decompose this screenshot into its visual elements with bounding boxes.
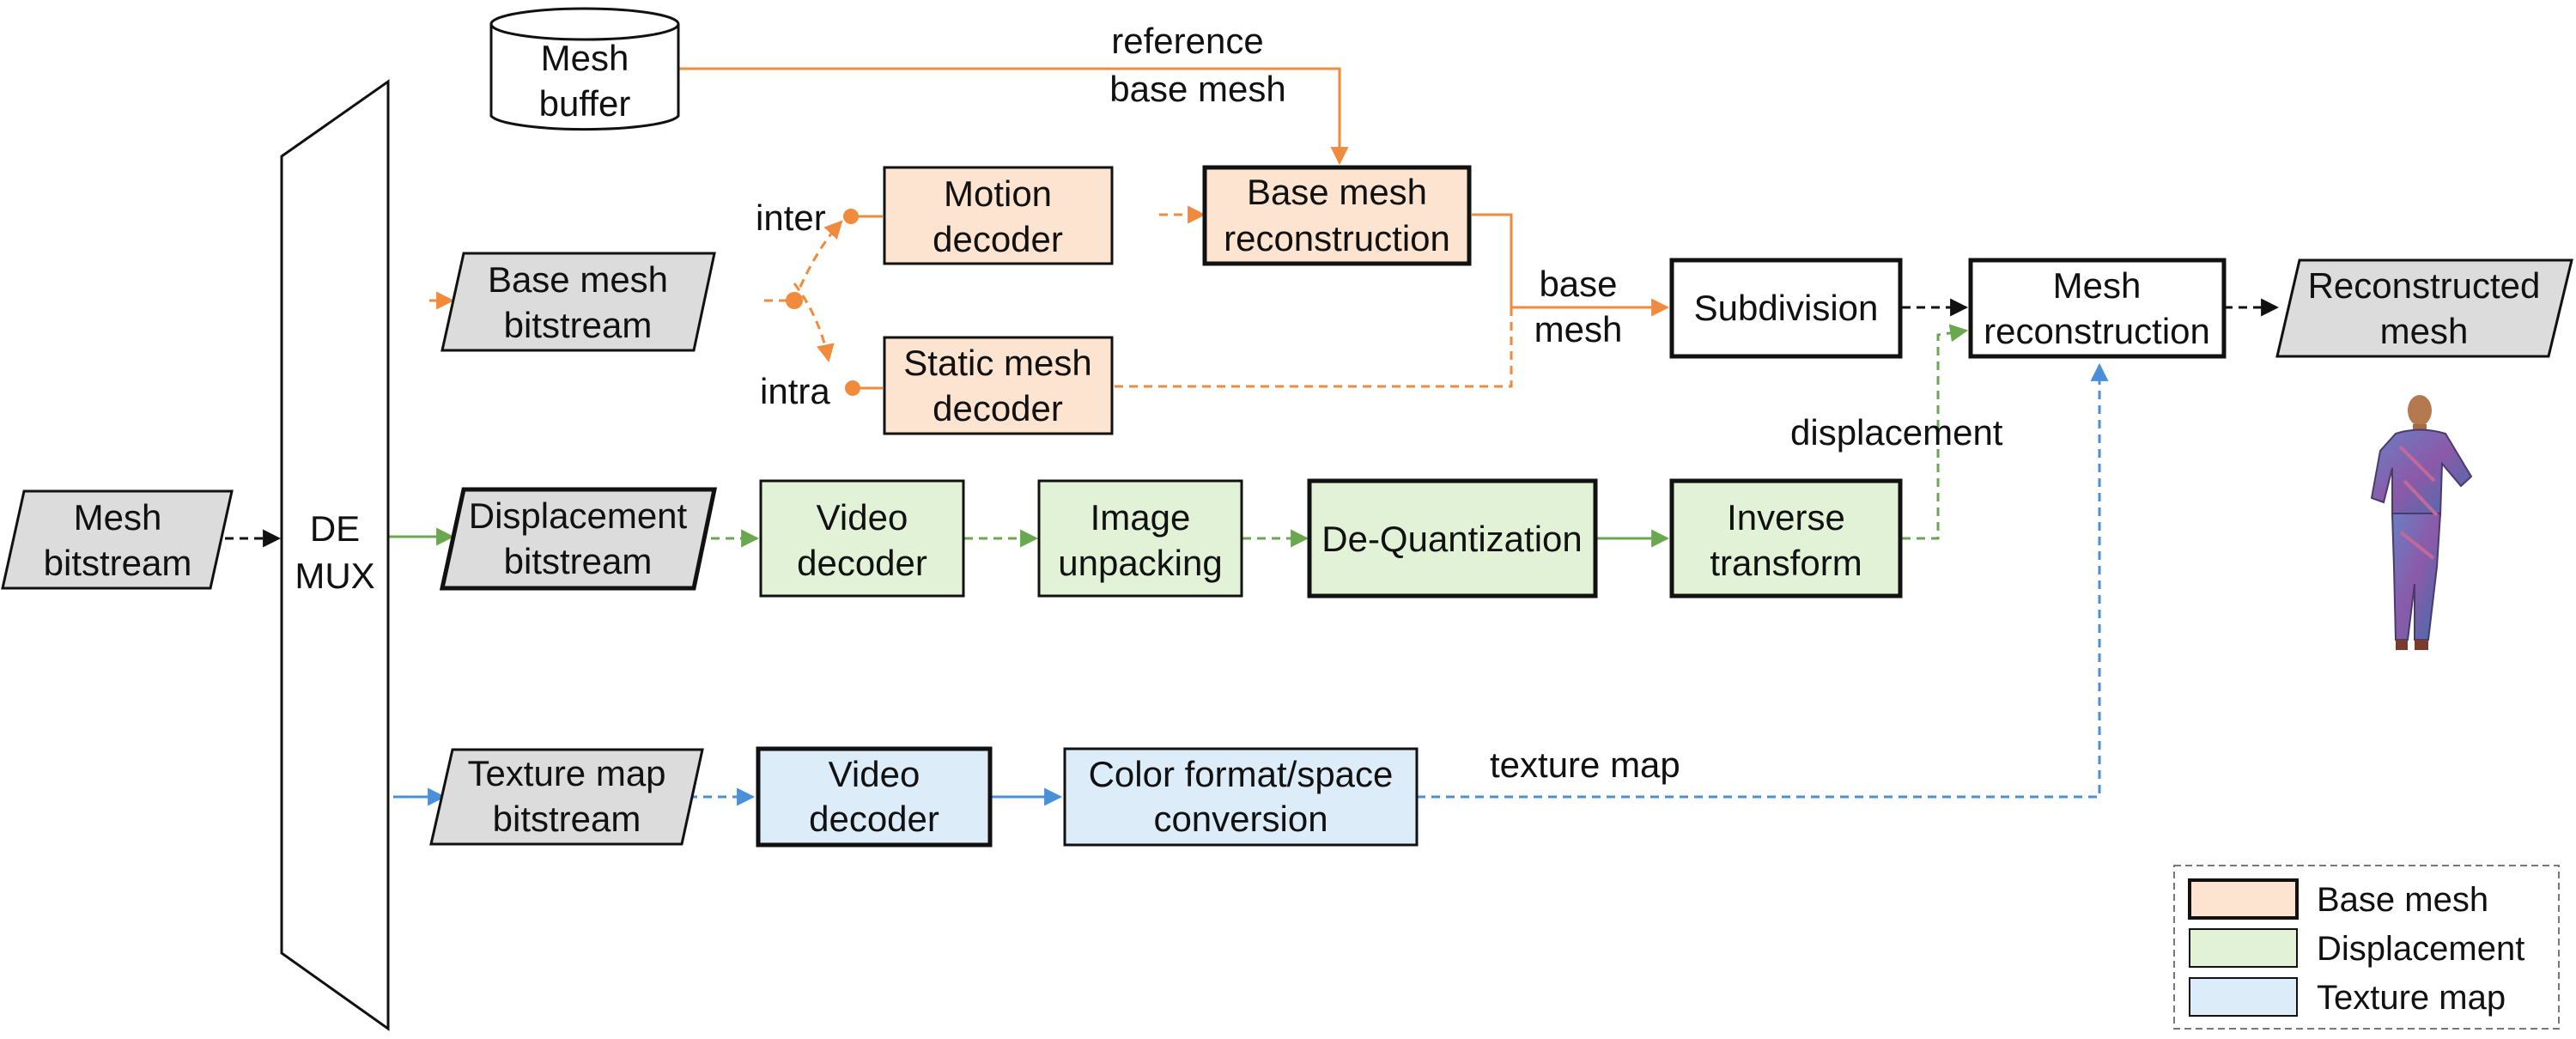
demux-label-2: MUX bbox=[295, 556, 374, 596]
inter-label: inter bbox=[756, 197, 826, 238]
demux-label-1: DE bbox=[310, 508, 360, 549]
inverse-transform-node: Inverse transform bbox=[1669, 478, 1903, 598]
edge-basemeshrecon-subdivision bbox=[1472, 213, 1670, 317]
reference-base-mesh-label-2: base mesh bbox=[1109, 69, 1285, 109]
subdivision-node: Subdivision bbox=[1669, 258, 1903, 359]
mesh-bitstream-label-2: bitstream bbox=[44, 543, 192, 583]
edge-switch-intra bbox=[793, 283, 835, 363]
video-decoder-tex-label-2: decoder bbox=[809, 799, 939, 839]
edge-meshbuffer-basemeshrecon bbox=[678, 67, 1349, 166]
base-mesh-reconstruction-label-1: Base mesh bbox=[1247, 172, 1427, 212]
base-mesh-bitstream-label-2: bitstream bbox=[504, 305, 653, 345]
reconstructed-mesh-label-1: Reconstructed bbox=[2308, 265, 2541, 306]
de-quantization-node: De-Quantization bbox=[1307, 478, 1598, 598]
mesh-buffer-node: Mesh buffer bbox=[489, 7, 680, 131]
displacement-bitstream-node: Displacement bitstream bbox=[439, 487, 718, 591]
mesh-bitstream-node: Mesh bitstream bbox=[1, 489, 234, 590]
legend-label-base-mesh: Base mesh bbox=[2317, 881, 2488, 919]
inverse-transform-label-1: Inverse bbox=[1727, 497, 1845, 538]
video-decoder-disp-label-1: Video bbox=[817, 497, 908, 538]
base-mesh-edge-label-1: base bbox=[1539, 264, 1617, 304]
base-mesh-bitstream-node: Base mesh bitstream bbox=[440, 252, 716, 352]
subdivision-label: Subdivision bbox=[1694, 288, 1879, 328]
image-unpacking-label-1: Image bbox=[1091, 497, 1191, 538]
motion-decoder-label-1: Motion bbox=[944, 173, 1052, 214]
video-decoder-texture-node: Video decoder bbox=[756, 746, 993, 848]
mesh-reconstruction-node: Mesh reconstruction bbox=[1968, 258, 2227, 359]
base-mesh-edge-label-2: mesh bbox=[1534, 309, 1623, 349]
mesh-buffer-label-1: Mesh bbox=[541, 38, 629, 78]
inverse-transform-label-2: transform bbox=[1710, 543, 1862, 583]
legend-label-texture-map: Texture map bbox=[2317, 979, 2506, 1017]
static-mesh-decoder-node: Static mesh decoder bbox=[883, 336, 1114, 435]
video-decoder-displacement-node: Video decoder bbox=[759, 479, 965, 598]
edge-colorconv-meshrecon bbox=[1417, 362, 2109, 799]
image-unpacking-node: Image unpacking bbox=[1037, 479, 1243, 598]
motion-decoder-label-2: decoder bbox=[933, 219, 1063, 259]
mesh-reconstruction-label-2: reconstruction bbox=[1984, 311, 2210, 351]
color-conversion-node: Color format/space conversion bbox=[1063, 747, 1419, 847]
video-decoder-disp-label-2: decoder bbox=[797, 543, 927, 583]
motion-decoder-node: Motion decoder bbox=[883, 166, 1114, 265]
texture-map-bitstream-label-1: Texture map bbox=[467, 753, 665, 793]
demux-node: DE MUX bbox=[280, 79, 390, 1031]
image-unpacking-label-2: unpacking bbox=[1058, 543, 1222, 583]
legend-item-texture-map: Texture map bbox=[2189, 977, 2506, 1017]
mesh-bitstream-label-1: Mesh bbox=[74, 497, 162, 538]
reference-base-mesh-label-1: reference bbox=[1111, 21, 1263, 61]
static-mesh-decoder-label-2: decoder bbox=[933, 388, 1063, 428]
mesh-reconstruction-label-1: Mesh bbox=[2053, 265, 2142, 306]
edge-inverse-meshrecon bbox=[1902, 324, 1969, 540]
legend-item-displacement: Displacement bbox=[2189, 928, 2524, 968]
base-mesh-reconstruction-node: Base mesh reconstruction bbox=[1202, 165, 1472, 266]
color-conversion-label-2: conversion bbox=[1153, 799, 1327, 839]
base-mesh-reconstruction-label-2: reconstruction bbox=[1224, 218, 1450, 258]
reconstructed-mesh-node: Reconstructed mesh bbox=[2275, 258, 2573, 358]
de-quantization-label: De-Quantization bbox=[1321, 519, 1583, 559]
reconstructed-person-image bbox=[2370, 395, 2473, 650]
mesh-buffer-label-2: buffer bbox=[539, 83, 631, 124]
texture-map-bitstream-label-2: bitstream bbox=[493, 799, 641, 839]
video-decoder-tex-label-1: Video bbox=[829, 754, 920, 794]
displacement-bitstream-label-2: bitstream bbox=[504, 541, 653, 581]
edge-switch-inter bbox=[793, 220, 843, 301]
displacement-bitstream-label-1: Displacement bbox=[469, 495, 688, 536]
base-mesh-bitstream-label-1: Base mesh bbox=[488, 259, 668, 300]
intra-label: intra bbox=[760, 371, 830, 411]
legend-label-displacement: Displacement bbox=[2317, 930, 2524, 968]
color-conversion-label-1: Color format/space bbox=[1089, 754, 1394, 794]
static-mesh-decoder-label-1: Static mesh bbox=[903, 343, 1091, 383]
reconstructed-mesh-label-2: mesh bbox=[2380, 311, 2469, 351]
displacement-edge-label: displacement bbox=[1790, 412, 2003, 453]
texture-map-edge-label: texture map bbox=[1490, 744, 1680, 785]
texture-map-bitstream-node: Texture map bitstream bbox=[429, 748, 704, 846]
legend-item-base-mesh: Base mesh bbox=[2188, 878, 2488, 920]
legend: Base mesh Displacement Texture map bbox=[2173, 865, 2560, 1030]
edge-static-merge bbox=[1115, 307, 1513, 388]
